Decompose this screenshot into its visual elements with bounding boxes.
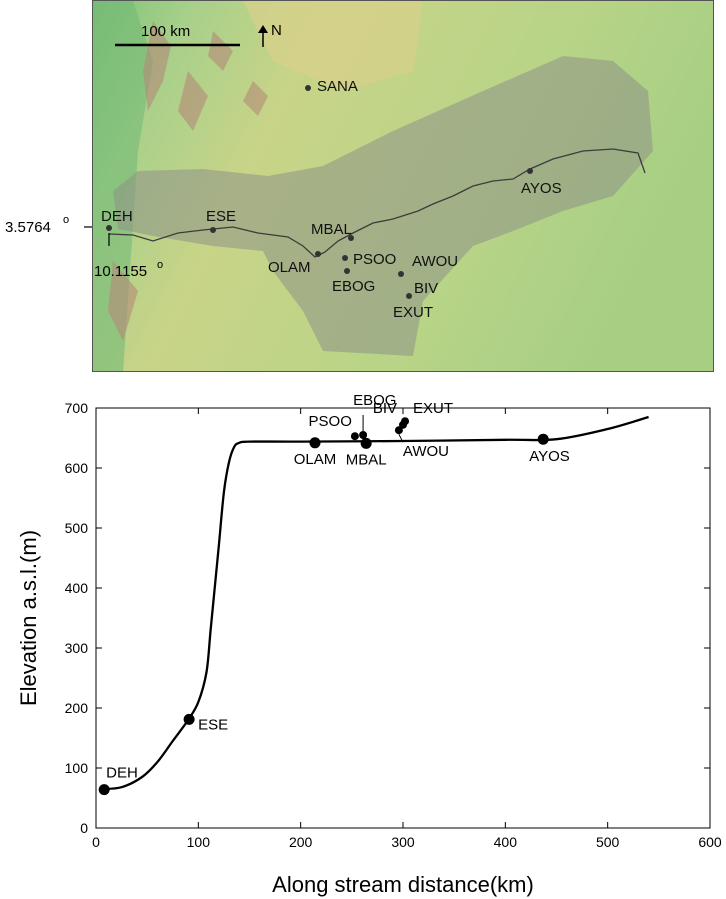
point-psoo <box>350 432 359 441</box>
y-tick-label: 400 <box>65 580 89 596</box>
station-label-exut: EXUT <box>393 304 433 321</box>
basin-map-canvas: 100 km N SANA AYOS DEH ESE MBAL OLAM PSO… <box>93 1 713 371</box>
x-tick-label: 500 <box>596 834 620 850</box>
map-stations: SANA AYOS DEH ESE MBAL OLAM PSOO AWOU EB… <box>101 78 562 321</box>
station-marker-deh <box>106 225 112 231</box>
elevation-profile-line <box>102 415 649 791</box>
point-label-ebog: EBOG <box>353 392 396 409</box>
longitude-label: 10.1155 <box>94 263 147 280</box>
station-label-sana: SANA <box>317 78 358 95</box>
station-label-ebog: EBOG <box>332 278 375 295</box>
x-tick-label: 0 <box>92 834 100 850</box>
basin-map: 100 km N SANA AYOS DEH ESE MBAL OLAM PSO… <box>92 0 714 372</box>
scale-bar-label: 100 km <box>141 23 190 40</box>
x-tick-label: 100 <box>187 834 211 850</box>
point-ebog <box>359 431 368 439</box>
x-tick-label: 600 <box>698 834 722 850</box>
station-marker-olam <box>315 251 321 257</box>
y-tick-label: 600 <box>65 460 89 476</box>
latitude-label: 3.5764 <box>5 219 51 236</box>
point-mbal <box>360 437 372 449</box>
axes: 0 100 200 300 400 500 600 0 100 200 300 400 500 600 70… <box>65 400 722 850</box>
scale-bar: 100 km <box>115 23 240 47</box>
point-ese <box>183 713 195 725</box>
point-label-ayos: AYOS <box>529 448 570 465</box>
station-marker-ebog <box>344 268 350 274</box>
y-tick-label: 0 <box>80 820 88 836</box>
station-marker-sana <box>305 85 311 91</box>
y-tick-label: 200 <box>65 700 89 716</box>
point-exut <box>401 417 410 426</box>
relief-highlands <box>108 21 268 341</box>
station-label-mbal: MBAL <box>311 221 352 238</box>
point-ayos <box>537 433 549 445</box>
station-marker-ese <box>210 227 216 233</box>
station-label-olam: OLAM <box>268 259 311 276</box>
longitude-degree-mark: o <box>157 259 163 271</box>
point-label-mbal: MBAL <box>346 451 387 468</box>
station-marker-mbal <box>348 235 354 241</box>
point-olam <box>309 437 321 449</box>
station-marker-awou <box>398 271 404 277</box>
river-basin <box>113 56 653 356</box>
station-marker-biv <box>406 293 412 299</box>
point-label-biv: BIV <box>373 400 397 417</box>
point-label-ese: ESE <box>198 716 228 733</box>
point-label-awou: AWOU <box>403 443 449 460</box>
point-label-deh: DEH <box>106 765 138 782</box>
station-label-deh: DEH <box>101 208 133 225</box>
y-tick-label: 300 <box>65 640 89 656</box>
point-deh <box>98 784 110 796</box>
north-arrow: N <box>258 22 282 47</box>
station-marker-psoo <box>342 255 348 261</box>
y-tick-label: 700 <box>65 400 89 416</box>
y-axis-label: Elevation a.s.l.(m) <box>16 530 41 706</box>
point-label-exut: EXUT <box>413 400 453 417</box>
y-tick-label: 100 <box>65 760 89 776</box>
station-label-ayos: AYOS <box>521 180 562 197</box>
y-tick-label: 500 <box>65 520 89 536</box>
station-label-psoo: PSOO <box>353 251 396 268</box>
plot-frame <box>95 407 711 829</box>
point-label-olam: OLAM <box>294 451 337 468</box>
point-label-psoo: PSOO <box>309 413 352 430</box>
x-tick-label: 300 <box>391 834 415 850</box>
station-marker-ayos <box>527 168 533 174</box>
station-label-biv: BIV <box>414 280 438 297</box>
awou-leader <box>398 433 404 443</box>
upland-area <box>243 1 423 91</box>
x-tick-label: 200 <box>289 834 313 850</box>
north-label: N <box>271 22 282 39</box>
map-coordinate-labels: 3.5764 o 10.1155 o <box>5 214 163 280</box>
latitude-degree-mark: o <box>63 214 69 226</box>
station-label-ese: ESE <box>206 208 236 225</box>
north-arrow-icon <box>258 25 268 33</box>
x-axis-label: Along stream distance(km) <box>272 872 534 897</box>
station-label-awou: AWOU <box>412 253 458 270</box>
x-tick-label: 400 <box>494 834 518 850</box>
